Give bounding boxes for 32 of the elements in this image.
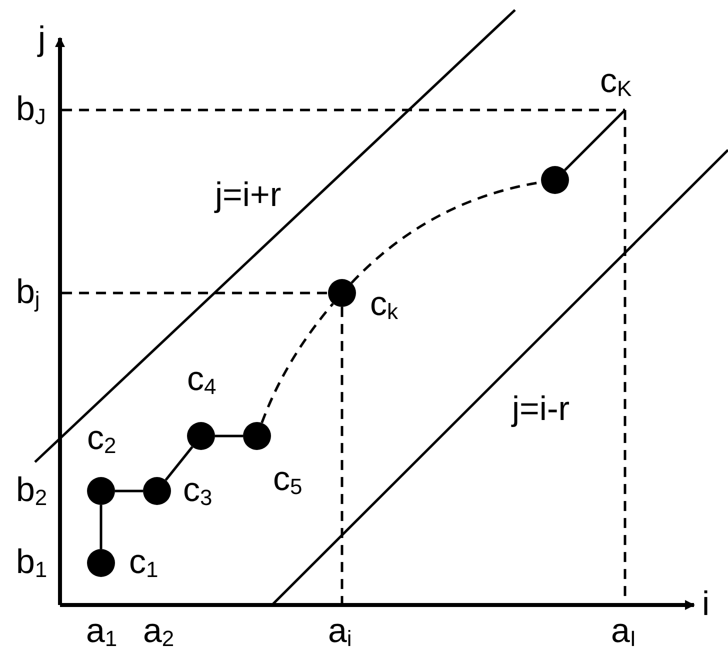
point-label: c$_{k}$: [370, 285, 398, 326]
path-segment: [215, 434, 243, 438]
path-point: [87, 477, 115, 505]
tick-label: b$_{J}$: [16, 90, 46, 131]
tick-label: a$_{2}$: [143, 612, 174, 649]
tick-label: a$_{1}$: [86, 612, 118, 649]
path-segment: [260, 302, 334, 424]
path-point: [143, 477, 171, 505]
boundary-label: j=i+r: [215, 176, 282, 214]
path-point: [87, 549, 115, 577]
path-segment: [564, 109, 626, 171]
path-point: [541, 166, 569, 194]
tick-label: b$_{j}$: [16, 273, 40, 314]
point-label: c$_{K}$: [600, 62, 632, 104]
tick-label: a$_{I}$: [611, 612, 636, 649]
boundary-label: j=i-r: [512, 390, 570, 428]
tick-label: b$_{1}$: [16, 543, 48, 584]
point-label: c$_{2}$: [87, 419, 116, 460]
point-label: c$_{5}$: [273, 460, 302, 501]
path-segment: [164, 446, 194, 481]
path-point: [328, 279, 356, 307]
axis-label: i: [702, 585, 710, 623]
tick-label: b$_{2}$: [16, 471, 48, 512]
path-segment: [100, 505, 102, 549]
point-label: c$_{3}$: [183, 471, 212, 512]
axis-label: j: [38, 20, 46, 58]
path-segment: [115, 490, 143, 492]
tick-label: a$_{i}$: [328, 612, 352, 649]
path-point: [243, 422, 271, 450]
point-label: c$_{1}$: [129, 543, 158, 584]
path-point: [187, 422, 215, 450]
point-label: c$_{4}$: [187, 360, 216, 401]
